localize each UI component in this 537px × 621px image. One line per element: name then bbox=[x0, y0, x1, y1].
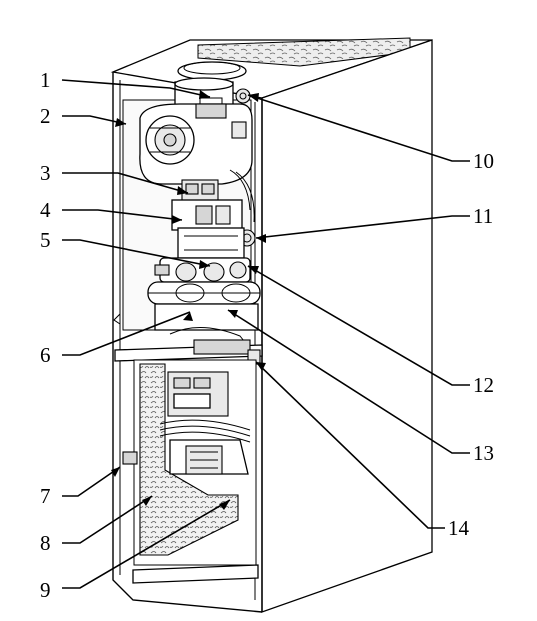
divider-wiring bbox=[169, 326, 249, 347]
callout-14: 14 bbox=[448, 516, 470, 540]
leader-12 bbox=[247, 265, 470, 386]
side-slot bbox=[113, 312, 121, 325]
callout-11: 11 bbox=[473, 204, 493, 228]
leader-2 bbox=[62, 115, 127, 125]
callout-1: 1 bbox=[40, 68, 51, 92]
callout-2: 2 bbox=[40, 104, 51, 128]
callout-4: 4 bbox=[40, 198, 51, 222]
burner-2 bbox=[203, 262, 225, 282]
igniter bbox=[154, 264, 170, 276]
cabinet-right-side bbox=[261, 39, 433, 613]
blower-assembly bbox=[122, 359, 259, 584]
pressure-switch bbox=[195, 103, 227, 119]
wiring-harness bbox=[159, 419, 251, 431]
blower-compartment-frame bbox=[114, 326, 263, 365]
cabinet-left-edge bbox=[112, 72, 263, 613]
top-filter-media bbox=[197, 37, 411, 67]
leader-10 bbox=[247, 94, 470, 162]
vent-fitting bbox=[235, 88, 251, 104]
leader-8 bbox=[62, 495, 153, 544]
callout-3: 3 bbox=[40, 161, 51, 185]
wiring-upper bbox=[229, 169, 255, 223]
transformer bbox=[193, 339, 251, 355]
burner-assembly bbox=[147, 169, 261, 331]
callout-13: 13 bbox=[473, 441, 494, 465]
leader-lines bbox=[61, 79, 470, 589]
leader-13 bbox=[227, 309, 470, 454]
callout-5: 5 bbox=[40, 228, 51, 252]
side-filter bbox=[139, 363, 239, 556]
door-latch bbox=[122, 451, 138, 465]
leader-5 bbox=[62, 239, 211, 267]
manifold bbox=[177, 227, 245, 259]
leader-6 bbox=[62, 311, 191, 356]
callout-9: 9 bbox=[40, 578, 51, 602]
leader-14 bbox=[255, 361, 445, 529]
callout-7: 7 bbox=[40, 484, 51, 508]
leader-4 bbox=[62, 209, 183, 221]
burner-box-base bbox=[154, 303, 259, 331]
burner-1 bbox=[175, 262, 197, 282]
leader-9 bbox=[62, 499, 231, 589]
callout-12: 12 bbox=[473, 373, 494, 397]
callout-labels: 1 2 3 4 5 6 7 8 9 10 11 12 13 14 bbox=[40, 68, 494, 602]
leader-11 bbox=[255, 215, 470, 239]
callout-10: 10 bbox=[473, 149, 494, 173]
leader-7 bbox=[62, 466, 121, 497]
burner-3 bbox=[229, 261, 247, 279]
leader-3 bbox=[62, 172, 189, 194]
callout-8: 8 bbox=[40, 531, 51, 555]
leader-1 bbox=[61, 79, 211, 98]
base-rail bbox=[132, 564, 259, 584]
callout-6: 6 bbox=[40, 343, 51, 367]
rollout-switch bbox=[231, 121, 247, 139]
